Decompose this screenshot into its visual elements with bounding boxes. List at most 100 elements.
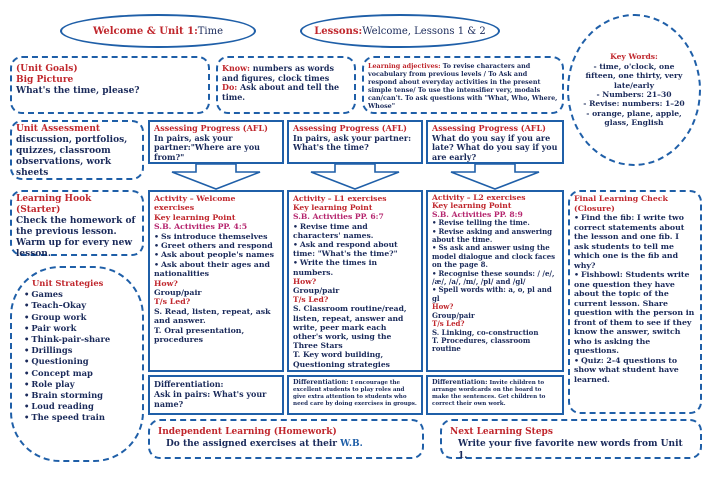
learning-hook-text: Check the homework of the previous lesso… <box>16 216 136 259</box>
group-pair: Group/pair <box>154 288 202 298</box>
unit-title-oval: Welcome & Unit 1: Time <box>60 14 256 48</box>
activity-bullet: Revise telling the time. <box>432 218 558 227</box>
student-line: S. Linking, co-construction <box>432 327 539 337</box>
strategy-item: The speed train <box>24 412 142 423</box>
strategy-item: Drillings <box>24 345 142 356</box>
differentiation-label: Differentiation: <box>154 379 224 389</box>
unit-assessment-box: Unit Assessment discussion, portfolios, … <box>10 120 144 180</box>
unit-goals-text: What's the time, please? <box>16 86 140 96</box>
teacher-line: T. Procedures, classroom routine <box>432 335 531 354</box>
afl-box-2: Assessing Progress (AFL) In pairs, ask y… <box>287 120 423 164</box>
learning-hook-heading: Learning Hook (Starter) <box>16 194 92 215</box>
learning-adjectives-box: Learning adjectives: To revise character… <box>362 56 564 114</box>
activity-bullet: Revise asking and answering about the ti… <box>432 227 558 245</box>
teacher-line: T. Key word building, Questioning strate… <box>293 350 390 369</box>
strategy-item: Think-pair-share <box>24 334 142 345</box>
learning-hook-box: Learning Hook (Starter) Check the homewo… <box>10 190 144 259</box>
key-learning-point: Key learning Point <box>432 201 512 211</box>
do-text: Ask about and tell the time. <box>222 82 340 102</box>
ts-led-label: T/s Led? <box>432 319 465 329</box>
afl-heading: Assessing Progress (AFL) <box>432 123 546 133</box>
homework-box: Independent Learning (Homework) Do the a… <box>148 419 424 459</box>
big-picture-heading: Big Picture <box>16 75 74 85</box>
differentiation-box-2: Differentiation: I encourage the excelle… <box>287 375 423 415</box>
student-line: S. Read, listen, repeat, ask and answer. <box>154 306 271 326</box>
down-arrow-icon <box>310 164 400 190</box>
next-steps-text: Write your five favorite new words from … <box>458 439 683 461</box>
know-box: Know: numbers as words and figures, cloc… <box>216 56 356 114</box>
know-label: Know: <box>222 63 250 73</box>
key-learning-point: Key learning Point <box>154 212 236 222</box>
key-words-circle: Key Words: - time, o'clock, one fifteen,… <box>567 14 701 166</box>
student-line: S. Classroom routine/read, listen, repea… <box>293 304 407 351</box>
strategy-item: Role play <box>24 379 142 390</box>
differentiation-text: I encourage the excellent students to pl… <box>293 380 417 407</box>
next-steps-box: Next Learning Steps Write your five favo… <box>440 419 702 461</box>
unit-assessment-heading: Unit Assessment <box>16 124 101 134</box>
afl-text: In pairs, ask your partner: What's the t… <box>293 132 412 153</box>
differentiation-box-1: Differentiation: Ask in pairs: What's yo… <box>148 375 284 415</box>
activity-box-3: Activity – L2 exercises Key learning Poi… <box>426 190 564 372</box>
strategy-item: Questioning <box>24 356 142 367</box>
strategy-item: Pair work <box>24 323 142 334</box>
ts-led-label: T/s Led? <box>293 295 329 305</box>
final-check-heading: Final Learning Check (Closure) <box>574 194 668 213</box>
differentiation-text: Invite children to arrange wordcards on … <box>432 380 546 407</box>
differentiation-text: Ask in pairs: What's your name? <box>154 389 267 409</box>
final-check-bullet: Find the fib: I write two correct statem… <box>574 213 696 270</box>
homework-text: Do the assigned exercises at their <box>166 439 341 449</box>
learning-adjectives-text: To revise characters and vocabulary from… <box>368 62 558 110</box>
teacher-line: T. Oral presentation, procedures <box>154 325 245 345</box>
learning-adjectives-label: Learning adjectives: <box>368 62 441 70</box>
afl-text: What do you say if you are late? What do… <box>432 132 558 162</box>
unit-strategies-box: Unit Strategies Games Teach–Okay Group w… <box>10 266 144 462</box>
strategy-item: Loud reading <box>24 401 142 412</box>
key-word-item: - orange, plane, apple, glass, English <box>586 108 682 128</box>
activity-title: Activity – L2 exercises <box>432 193 526 202</box>
lessons-title-oval: Lessons: Welcome, Lessons 1 & 2 <box>300 14 500 48</box>
afl-text: In pairs, ask your partner:"Where are yo… <box>154 132 260 162</box>
differentiation-label: Differentiation: <box>432 378 488 386</box>
lessons-title-name: Welcome, Lessons 1 & 2 <box>362 25 486 37</box>
key-word-item: - Numbers: 21–30 <box>596 90 672 99</box>
unit-title-prefix: Welcome & Unit 1: <box>92 25 198 37</box>
unit-assessment-text: discussion, portfolios, quizzes, classro… <box>16 135 128 178</box>
final-learning-check-box: Final Learning Check (Closure) Find the … <box>568 190 702 414</box>
key-word-item: - time, o'clock, one fifteen, one thirty… <box>585 61 683 90</box>
sb-activities: S.B. Activities PP. 4:5 <box>154 222 248 232</box>
ts-led-label: T/s Led? <box>154 297 191 307</box>
unit-goals-heading: (Unit Goals) <box>16 64 78 74</box>
afl-heading: Assessing Progress (AFL) <box>293 123 407 133</box>
afl-box-1: Assessing Progress (AFL) In pairs, ask y… <box>148 120 284 164</box>
activity-bullet: Ask about people's names <box>154 250 278 259</box>
strategy-item: Games <box>24 289 142 300</box>
key-words-heading: Key Words: <box>610 52 658 62</box>
unit-title-name: Time <box>197 25 224 37</box>
afl-heading: Assessing Progress (AFL) <box>154 123 268 133</box>
strategy-item: Brain storming <box>24 390 142 401</box>
activity-bullet: Spell words with: a, o, pl and gl <box>432 286 558 303</box>
activity-bullet: Recognise these sounds: / /e/, /æ/, /a/,… <box>432 269 558 287</box>
how-label: How? <box>293 276 317 286</box>
homework-text-end: W.B. <box>340 439 363 449</box>
sb-activities: S.B. Activities PP. 8:9 <box>432 209 523 219</box>
activity-bullet: Ss introduce themselves <box>154 232 278 241</box>
strategy-item: Concept map <box>24 368 142 379</box>
activity-bullet: Revise time and characters' names. <box>293 222 417 240</box>
activity-bullet: Greet others and respond <box>154 241 278 250</box>
key-learning-point: Key learning Point <box>293 203 373 213</box>
homework-heading: Independent Learning (Homework) <box>158 427 337 437</box>
unit-strategies-heading: Unit Strategies <box>32 278 104 288</box>
do-label: Do: <box>222 82 238 93</box>
group-pair: Group/pair <box>293 286 340 296</box>
next-steps-heading: Next Learning Steps <box>450 427 553 437</box>
activity-bullet: Ss ask and answer using the model dialog… <box>432 244 558 269</box>
strategy-item: Group work <box>24 312 142 323</box>
activity-bullet: Write the times in numbers. <box>293 258 417 276</box>
final-check-bullet: Fishbowl: Students write one question th… <box>574 270 696 356</box>
activity-box-1: Activity – Welcome exercises Key learnin… <box>148 190 284 372</box>
unit-goals-box: (Unit Goals) Big Picture What's the time… <box>10 56 210 114</box>
down-arrow-icon <box>450 164 540 190</box>
differentiation-box-3: Differentiation: Invite children to arra… <box>426 375 564 415</box>
group-pair: Group/pair <box>432 310 475 320</box>
